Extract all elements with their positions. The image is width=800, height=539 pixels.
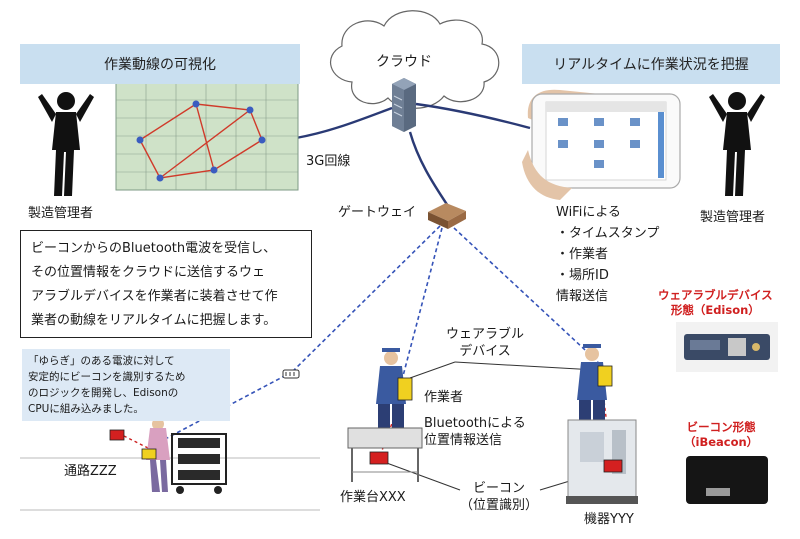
workbench-label: 作業台XXX [340,490,406,505]
smartphone-image [522,89,681,200]
machine-icon [566,419,638,504]
beacon-form-title-line: ビーコン形態 [686,420,756,434]
banner-realtime-status-text: リアルタイムに作業状況を把握 [553,57,749,73]
beacon-label-line: （位置識別） [460,498,539,513]
note-line: 「ゆらぎ」のある電波に対して [28,355,175,367]
note-box: 「ゆらぎ」のある電波に対して 安定的にビーコンを識別するため のロジックを開発し… [22,349,230,421]
link-cloud-left [295,106,393,140]
passage-label: 通路ZZZ [64,464,117,479]
manager-left-label: 製造管理者 [28,206,94,221]
description-box: ビーコンからのBluetooth電波を受信し、 その位置情報をクラウドに送信する… [20,230,312,338]
note-line: のロジックを開発し、Edisonの [28,387,179,399]
description-line: ビーコンからのBluetooth電波を受信し、 [31,241,277,256]
link-cloud-gateway [408,131,449,207]
wifi-info-text: WiFiによる ・タイムスタンプ ・作業者 ・場所ID 情報送信 [556,202,659,307]
wifi-line: ・場所ID [556,268,609,283]
note-line: 安定的にビーコンを識別するため [28,371,186,383]
description-line: アラブルデバイスを作業者に装着させて作 [31,289,278,304]
wifi-line: WiFiによる [556,205,621,220]
line-3g-label: 3G回線 [306,154,351,169]
banner-flow-visualization-text: 作業動線の可視化 [104,57,216,73]
wearable-form-title: ウェアラブルデバイス 形態（Edison） [658,288,773,318]
gateway-icon [428,203,466,229]
machine-worker-icon [577,344,613,422]
cart-icon [171,433,227,494]
workbench-icon [347,427,423,482]
beacon-form-title-line: （iBeacon） [684,435,759,449]
wearable-form-title-line: 形態（Edison） [670,303,760,317]
bluetooth-label-line: Bluetoothによる [424,416,526,431]
cloud-label: クラウド [376,54,432,70]
note-line: CPUに組み込みました。 [28,403,144,415]
wearable-label-line: デバイス [459,344,511,359]
wifi-line: 情報送信 [556,289,609,304]
wearable-form-title-line: ウェアラブルデバイス [658,288,773,302]
manager-right-icon [709,92,765,196]
wifi-line: ・タイムスタンプ [556,226,660,241]
bluetooth-label-line: 位置情報送信 [424,433,503,448]
banner-realtime-status: リアルタイムに作業状況を把握 [522,44,780,84]
passage-worker-icon [141,418,170,492]
worker-label: 作業者 [424,390,464,405]
beacon-form-title: ビーコン形態 （iBeacon） [684,420,758,450]
wifi-line: ・作業者 [556,247,609,262]
manager-right-label: 製造管理者 [700,210,766,225]
description-line: その位置情報をクラウドに送信するウェ [31,265,266,280]
description-line: 業者の動線をリアルタイムに把握します。 [31,313,277,328]
machine-label: 機器YYY [584,512,634,527]
bluetooth-label: Bluetoothによる 位置情報送信 [424,415,526,449]
server-icon [392,78,416,132]
wearable-label-line: ウェアラブル [446,327,525,342]
workbench-worker-icon [376,348,413,428]
wearable-label: ウェアラブル デバイス [446,326,524,360]
beacon-device-image [686,456,768,504]
floor-map-image [115,81,299,191]
banner-flow-visualization: 作業動線の可視化 [20,44,300,84]
wearable-device-image [676,322,778,372]
beacon-label-line: ビーコン [473,481,526,496]
manager-left-icon [38,92,94,196]
link-cloud-right [415,102,531,130]
gateway-label: ゲートウェイ [338,205,417,220]
passage-beacon-icon [109,429,125,441]
repeater-icon [282,369,300,379]
beacon-label: ビーコン （位置識別） [460,480,538,514]
